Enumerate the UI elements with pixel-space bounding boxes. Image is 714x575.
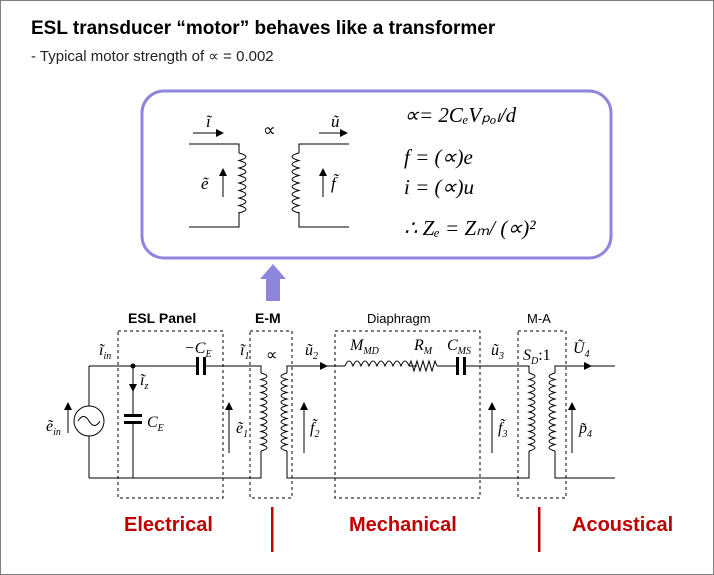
alpha-symbol: ∝ xyxy=(266,347,277,364)
ma-secondary-coil xyxy=(548,372,557,452)
dashed-blocks xyxy=(117,330,567,499)
inset-e-label: ẽ xyxy=(201,174,209,193)
f2-symbol: f̃2 xyxy=(310,419,319,440)
domain-electrical: Electrical xyxy=(124,514,213,536)
cms-symbol: CMS xyxy=(447,337,471,357)
slide-subtitle: - Typical motor strength of ∝ = 0.002 xyxy=(31,48,274,65)
ma-box xyxy=(517,330,567,499)
i-z-symbol: ĩz xyxy=(140,372,148,392)
junction-dot xyxy=(130,363,136,369)
equation-current: i = (∝)u xyxy=(404,175,474,199)
rm-symbol: RM xyxy=(413,337,433,357)
neg-ce-symbol: −CE xyxy=(184,340,212,360)
mass-inductor-icon xyxy=(344,360,410,368)
sd-ratio-symbol: SD:1 xyxy=(523,347,551,367)
resistor-icon xyxy=(408,359,438,373)
esl-panel-label: ESL Panel xyxy=(128,310,196,326)
mmd-symbol: MMD xyxy=(349,337,380,357)
equation-impedance: ∴ Zₑ = Zₘ/ (∝)² xyxy=(404,216,536,240)
compliance-capacitor-icon xyxy=(456,357,466,375)
f3-symbol: f̃3 xyxy=(498,419,507,440)
domain-divider-1 xyxy=(271,507,274,552)
upward-arrow-icon xyxy=(260,264,286,301)
domain-divider-2 xyxy=(538,507,541,552)
u2-symbol: ũ2 xyxy=(305,342,318,362)
em-box xyxy=(249,330,293,499)
shunt-capacitor-icon xyxy=(124,414,142,424)
inset-f-label: f̃ xyxy=(331,174,340,193)
u3-symbol: ũ3 xyxy=(491,342,504,362)
equation-force: f = (∝)e xyxy=(404,145,473,169)
inset-circuit xyxy=(189,129,349,228)
inset-u-label: ũ xyxy=(331,112,340,131)
i1-symbol: ĩ1 xyxy=(240,342,249,362)
inset-i-label: ĩ xyxy=(206,112,213,131)
em-primary-coil xyxy=(259,372,268,452)
inset-box xyxy=(140,89,613,260)
circuit-wires xyxy=(88,365,615,479)
ce-symbol: CE xyxy=(147,414,164,434)
series-capacitor-icon xyxy=(196,357,206,375)
circuit-symbols: ĩin ẽin ĩz −CE CE ĩ1 ẽ1 ∝ ũ2 f̃2 MMD RM … xyxy=(46,337,592,440)
ma-primary-coil xyxy=(527,372,536,452)
inset-alpha: ∝ xyxy=(263,120,276,140)
p4-symbol: p̃4 xyxy=(578,420,592,440)
slide-title: ESL transducer “motor” behaves like a tr… xyxy=(31,18,496,39)
equation-motor-strength: ∝= 2CₑVₚₒₗ/d xyxy=(404,103,517,127)
i-in-symbol: ĩin xyxy=(99,342,111,362)
domain-acoustical: Acoustical xyxy=(572,514,673,536)
esl-panel-box xyxy=(117,330,224,499)
e-in-symbol: ẽin xyxy=(46,418,61,438)
diaphragm-box xyxy=(334,330,481,499)
em-secondary-coil xyxy=(280,372,289,452)
domain-mechanical: Mechanical xyxy=(349,514,457,536)
e1-symbol: ẽ1 xyxy=(236,420,248,440)
diaphragm-label: Diaphragm xyxy=(367,311,431,326)
sine-wave-icon xyxy=(77,416,101,426)
U4-symbol: Ũ4 xyxy=(573,339,590,360)
em-label: E-M xyxy=(255,310,281,326)
ma-label: M-A xyxy=(527,311,551,326)
